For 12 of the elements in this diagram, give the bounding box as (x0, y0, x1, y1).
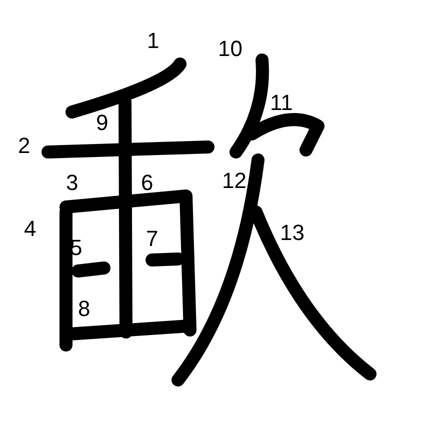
stroke-number: 4 (24, 218, 36, 240)
stroke-number: 2 (18, 135, 30, 157)
stroke-number: 3 (66, 172, 78, 194)
stroke-number: 9 (96, 112, 108, 134)
stroke-number: 6 (141, 172, 154, 194)
stroke-number: 12 (222, 170, 246, 192)
stroke-number: 10 (218, 38, 242, 60)
stroke-number: 7 (146, 228, 158, 250)
stroke-number: 8 (78, 298, 90, 320)
stroke-number: 11 (270, 92, 293, 114)
stroke-number: 1 (147, 30, 160, 52)
stroke-number: 13 (280, 222, 304, 244)
